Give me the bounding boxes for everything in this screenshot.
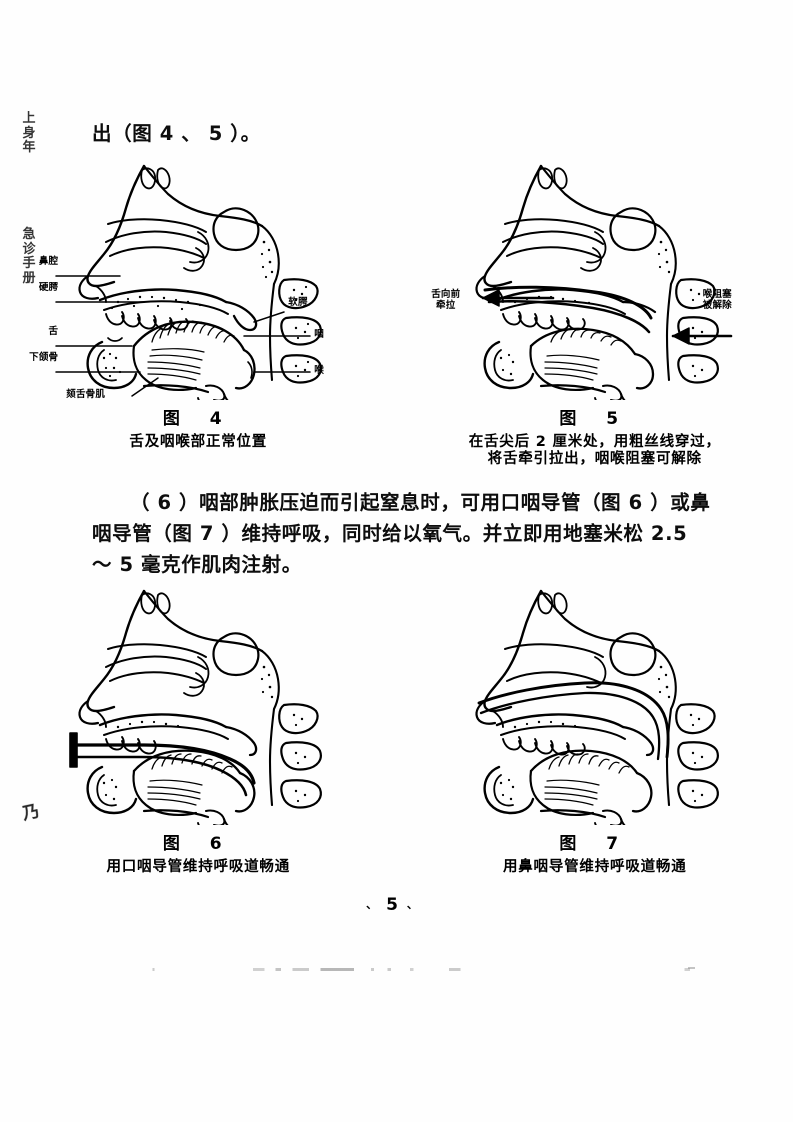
- scan-artifact-edge-mark: [688, 967, 695, 969]
- figure-5-annotation-tongue-traction-line1: 舌向前: [431, 289, 461, 300]
- figure-4-label-larynx: 喉: [314, 365, 324, 376]
- margin-running-head-top-text: 上 身 年: [22, 111, 36, 156]
- figure-4-label-hard-palate: 硬腭: [38, 282, 59, 293]
- paragraph-6: （ 6 ）咽部肿胀压迫而引起窒息时，可用口咽导管（图 6 ）或鼻咽导管（图 7 …: [92, 491, 711, 576]
- figure-4-label-tongue: 舌: [48, 326, 59, 337]
- figure-4-cell: 鼻腔 硬腭 舌 下颌骨 颏舌骨肌 软腭 咽 喉 图 4 舌及咽喉部正常位置: [0, 150, 397, 468]
- margin-running-head-top: 上 身 年: [14, 111, 44, 156]
- figure-6-caption: 用口咽导管维持呼吸道畅通: [106, 859, 291, 875]
- figure-5-annotation-tongue-traction: 舌向前 牵拉: [420, 289, 472, 311]
- figure-5-annotation-obstruction-relieved-line2: 被解除: [702, 299, 732, 311]
- figure-5-annotation-obstruction-relieved-line1: 喉阻塞: [702, 289, 732, 300]
- figure-5-artwork: 舌向前 牵拉 喉阻塞 被解除: [431, 150, 745, 400]
- figure-4-label-nasal-cavity: 鼻腔: [38, 256, 59, 267]
- figure-6-cell: 图 6 用口咽导管维持呼吸道畅通: [0, 575, 397, 876]
- figure-4-label-soft-palate: 软腭: [288, 297, 308, 308]
- figure-5-cell: 舌向前 牵拉 喉阻塞 被解除 图 5 在舌尖后 2 厘米处，用粗丝线穿过， 将舌…: [397, 150, 793, 468]
- figure-5-annotation-obstruction-relieved: 喉阻塞 被解除: [702, 289, 732, 311]
- figure-4-label-geniohyoid-muscle: 颏舌骨肌: [66, 389, 106, 400]
- figure-5-caption: 在舌尖后 2 厘米处，用粗丝线穿过， 将舌牵引拉出，咽喉阻塞可解除: [469, 434, 721, 468]
- figure-4-label-pharynx: 咽: [314, 329, 324, 340]
- figure-7-caption: 用鼻咽导管维持呼吸道畅通: [502, 859, 687, 875]
- margin-running-head-bottom-text: 急 诊 手 册: [22, 227, 36, 286]
- figure-row-bottom: 图 6 用口咽导管维持呼吸道畅通: [0, 575, 793, 876]
- page-number: 5: [386, 895, 407, 915]
- page-folio: 、5、: [0, 895, 793, 915]
- figure-4-artwork: 鼻腔 硬腭 舌 下颌骨 颏舌骨肌 软腭 咽 喉: [29, 150, 348, 400]
- figure-6-artwork: [48, 575, 348, 825]
- figure-5-caption-line2: 将舌牵引拉出，咽喉阻塞可解除: [487, 451, 702, 467]
- figure-5-annotation-tongue-traction-line2: 牵拉: [436, 299, 456, 311]
- scan-artifact-line: [130, 968, 690, 971]
- margin-running-head-bottom: 急 诊 手 册: [14, 227, 44, 286]
- folio-right-mark: 、: [406, 898, 427, 911]
- figure-4-label-mandible: 下颌骨: [29, 352, 59, 363]
- figure-7-artwork: [445, 575, 745, 825]
- figure-7-cell: 图 7 用鼻咽导管维持呼吸道畅通: [397, 575, 793, 876]
- figure-5-number: 图 5: [559, 409, 631, 429]
- figure-5-caption-line1: 在舌尖后 2 厘米处，用粗丝线穿过，: [468, 434, 721, 450]
- intro-line: 出（图 4 、 5 ）。: [92, 122, 261, 145]
- figure-row-top: 鼻腔 硬腭 舌 下颌骨 颏舌骨肌 软腭 咽 喉 图 4 舌及咽喉部正常位置: [0, 150, 793, 468]
- figure-7-number: 图 7: [559, 834, 631, 854]
- folio-left-mark: 、: [366, 898, 387, 911]
- figure-4-caption: 舌及咽喉部正常位置: [129, 434, 268, 450]
- figure-4-number: 图 4: [162, 409, 234, 429]
- figure-6-number: 图 6: [162, 834, 234, 854]
